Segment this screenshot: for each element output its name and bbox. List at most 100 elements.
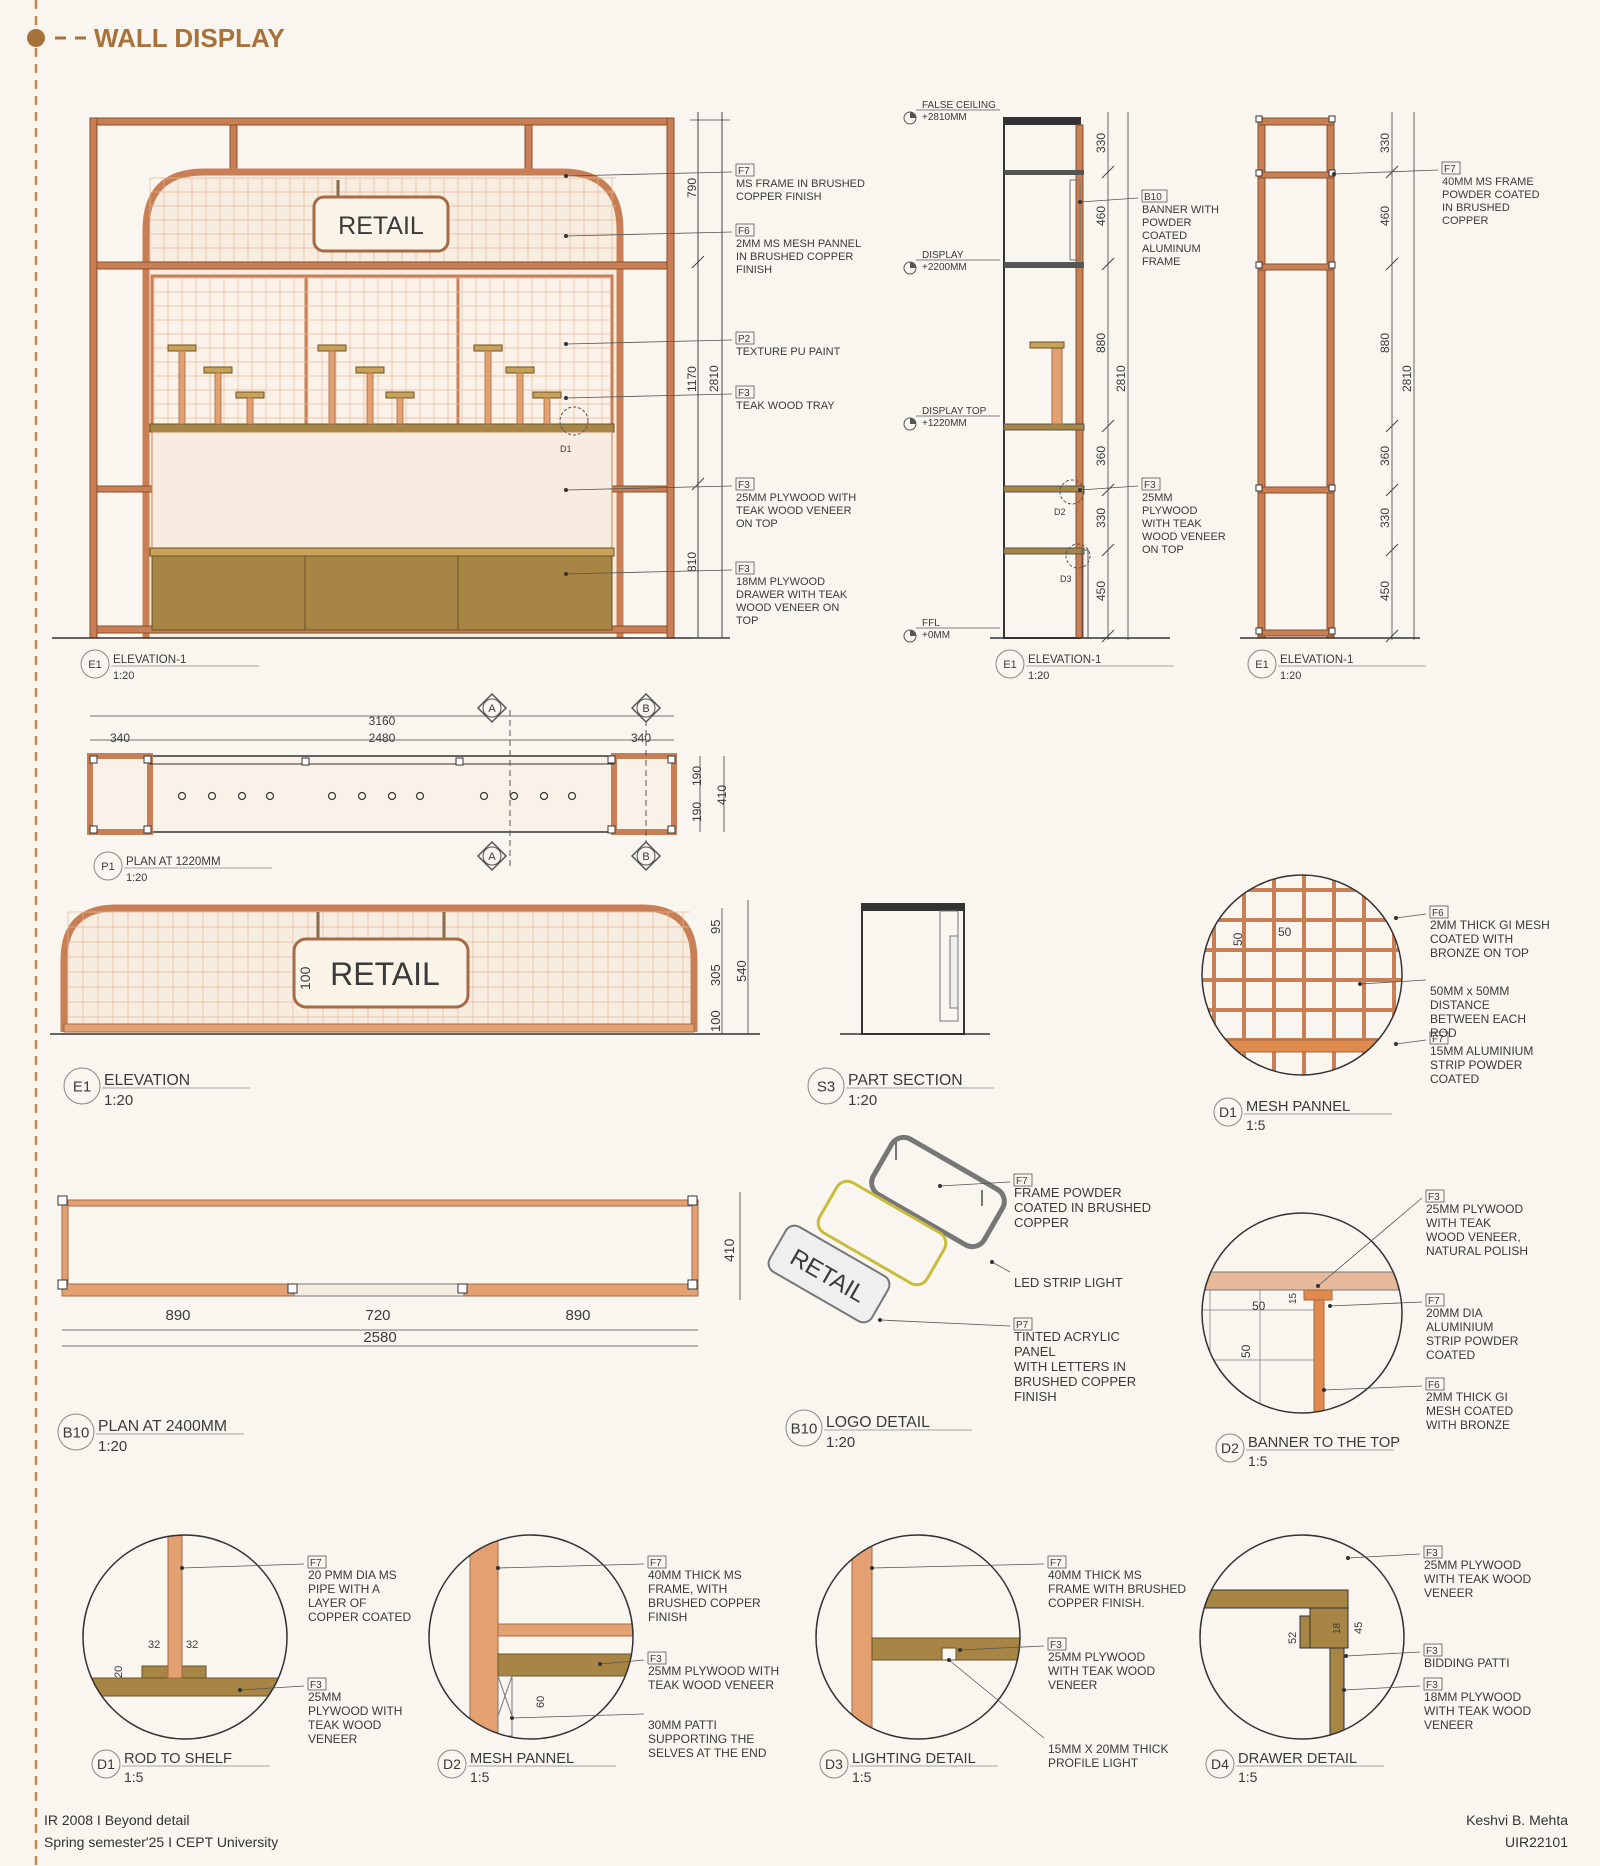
view-tag: S3 bbox=[817, 1078, 835, 1095]
tray-7 bbox=[473, 344, 503, 352]
dim-1170: 1170 bbox=[685, 366, 699, 392]
callout-text: BETWEEN EACH bbox=[1430, 1012, 1526, 1026]
footer-course: IR 2008 I Beyond detail bbox=[44, 1812, 190, 1828]
callout-text: WITH TEAK WOOD bbox=[1424, 1572, 1531, 1586]
drawer-block bbox=[151, 555, 613, 631]
drawer-dim-45: 45 bbox=[1353, 1622, 1365, 1634]
dim-810: 810 bbox=[685, 552, 699, 572]
rod-hole-1 bbox=[177, 791, 187, 801]
callout-tag: P7 bbox=[1016, 1320, 1029, 1331]
callout-text: LAYER OF bbox=[308, 1596, 366, 1610]
view-title: LIGHTING DETAIL bbox=[852, 1751, 976, 1767]
heading-bullet bbox=[27, 29, 45, 47]
callout-text: COATED IN BRUSHED bbox=[1014, 1200, 1151, 1215]
mesh-dim-horizontal: 50 bbox=[1278, 925, 1292, 939]
banner-dim-305: 305 bbox=[708, 964, 723, 986]
callout-text: ON TOP bbox=[736, 518, 778, 530]
rod-hole-12 bbox=[567, 791, 577, 801]
view-tag: P1 bbox=[101, 861, 114, 873]
view-tag: E1 bbox=[1003, 659, 1016, 671]
callout-text: TEAK WOOD bbox=[308, 1718, 382, 1732]
callout-text: 25MM PLYWOOD WITH bbox=[736, 492, 856, 504]
level-value: +2200MM bbox=[922, 262, 967, 273]
view-scale: 1:20 bbox=[98, 1438, 127, 1455]
callout-text: WOOD VENEER bbox=[1142, 531, 1226, 543]
callout-text: 25MM bbox=[1142, 492, 1173, 504]
callout-tag: F6 bbox=[738, 226, 750, 237]
callout-text: ON TOP bbox=[1142, 544, 1184, 556]
section-mark: B bbox=[642, 851, 649, 863]
chain-dim: 330 bbox=[1378, 133, 1392, 153]
callout-text: TEAK WOOD VENEER bbox=[648, 1678, 774, 1692]
chain-dim: 450 bbox=[1094, 581, 1108, 601]
callout-text: 18MM PLYWOOD bbox=[1424, 1690, 1521, 1704]
callout-text: WITH BRONZE bbox=[1426, 1418, 1510, 1432]
level-name: DISPLAY TOP bbox=[922, 406, 987, 417]
teak-shelf bbox=[149, 423, 615, 433]
banner-inner-dim: 100 bbox=[297, 966, 313, 990]
callout-text: DISTANCE bbox=[1430, 998, 1490, 1012]
drawer-dim-18: 18 bbox=[1332, 1622, 1343, 1634]
banner-detail-dim-15: 15 bbox=[1288, 1292, 1299, 1304]
tray-5 bbox=[355, 366, 385, 374]
view-title: PLAN AT 2400MM bbox=[98, 1418, 227, 1435]
callout-text: BRUSHED COPPER bbox=[1014, 1374, 1136, 1389]
view-title: MESH PANNEL bbox=[470, 1751, 574, 1767]
callout-text: TEAK WOOD VENEER bbox=[736, 505, 852, 517]
chain-dim: 460 bbox=[1378, 206, 1392, 226]
callout-text: 25MM bbox=[308, 1690, 341, 1704]
callout-text: 20MM DIA bbox=[1426, 1306, 1483, 1320]
callout-text: COATED bbox=[1430, 1072, 1479, 1086]
callout-text: COPPER FINISH bbox=[736, 191, 822, 203]
view-tag: D1 bbox=[97, 1756, 115, 1772]
callout-tag: F6 bbox=[1428, 1380, 1440, 1391]
view-tag: B10 bbox=[791, 1420, 818, 1437]
plan-dim-340-right: 340 bbox=[631, 731, 651, 745]
rod-hole-6 bbox=[357, 791, 367, 801]
view-tag: D1 bbox=[1219, 1104, 1237, 1120]
callout-tag: B10 bbox=[1144, 192, 1162, 203]
dim-2810: 2810 bbox=[707, 365, 721, 392]
callout-text: POWDER bbox=[1142, 217, 1192, 229]
plan2400-dim-720: 720 bbox=[365, 1307, 390, 1324]
section-mark: B bbox=[642, 703, 649, 715]
callout-tag: F7 bbox=[1050, 1558, 1062, 1569]
view-title: ELEVATION bbox=[104, 1072, 190, 1089]
level-name: FFL bbox=[922, 618, 940, 629]
dim-790: 790 bbox=[685, 178, 699, 198]
callout-tag: F7 bbox=[1016, 1176, 1028, 1187]
callout-text: BANNER WITH bbox=[1142, 204, 1219, 216]
marker-d2: D2 bbox=[1054, 507, 1066, 517]
callout-text: DRAWER WITH TEAK bbox=[736, 589, 848, 601]
footer-term: Spring semester'25 I CEPT University bbox=[44, 1834, 279, 1850]
view-scale: 1:5 bbox=[124, 1769, 144, 1785]
callout-text: FINISH bbox=[736, 264, 772, 276]
view-tag: E1 bbox=[88, 659, 101, 671]
plan-dim-410: 410 bbox=[715, 785, 729, 805]
mesh-dim-vertical: 50 bbox=[1231, 932, 1245, 946]
rod-hole-11 bbox=[539, 791, 549, 801]
callout-text: FRAME, WITH bbox=[648, 1582, 727, 1596]
callout-text: TEXTURE PU PAINT bbox=[736, 346, 841, 358]
chain-dim: 330 bbox=[1378, 508, 1392, 528]
retail-sign-main bbox=[312, 195, 450, 253]
plan2400-dim-410: 410 bbox=[721, 1238, 737, 1262]
chain-dim: 880 bbox=[1378, 333, 1392, 353]
tray-1 bbox=[167, 344, 197, 352]
view-tag: D3 bbox=[825, 1756, 843, 1772]
retail-sign-banner-text: RETAIL bbox=[330, 956, 440, 992]
view-scale: 1:20 bbox=[1280, 670, 1301, 682]
rod-hole-4 bbox=[265, 791, 275, 801]
